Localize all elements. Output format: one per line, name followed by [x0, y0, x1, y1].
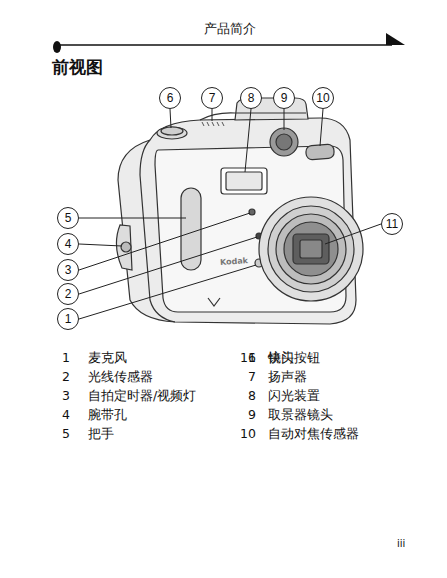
page-header: 产品简介 — [204, 22, 256, 36]
item-name: 闪光装置 — [268, 389, 320, 403]
item-number: 9 — [248, 408, 256, 422]
callout-circle: 8 — [240, 87, 262, 109]
callout-number: 4 — [65, 238, 72, 250]
callout-circle: 9 — [273, 87, 295, 109]
callout-circle: 5 — [57, 207, 79, 229]
callout-circle: 3 — [57, 259, 79, 281]
item-number: 10 — [240, 427, 256, 441]
callout-number: 3 — [65, 264, 72, 276]
item-name: 腕带孔 — [88, 408, 127, 422]
item-name: 取景器镜头 — [268, 408, 333, 422]
item-number: 11 — [240, 351, 256, 365]
callout-circle: 6 — [159, 87, 181, 109]
item-name: 把手 — [88, 427, 114, 441]
item-number: 4 — [62, 408, 70, 422]
callout-number: 6 — [167, 92, 174, 104]
item-number: 2 — [62, 370, 70, 384]
callout-number: 9 — [281, 92, 288, 104]
item-number: 3 — [62, 389, 70, 403]
page-number: iii — [397, 538, 405, 549]
item-number: 7 — [248, 370, 256, 384]
callout-number: 8 — [248, 92, 255, 104]
callout-circle: 4 — [57, 233, 79, 255]
callout-number: 2 — [65, 288, 72, 300]
callout-number: 5 — [65, 212, 72, 224]
item-name: 扬声器 — [268, 370, 307, 384]
callout-circle: 2 — [57, 283, 79, 305]
section-title: 前视图 — [52, 58, 103, 77]
item-name: 麦克风 — [88, 351, 127, 365]
callout-circle: 7 — [201, 87, 223, 109]
callout-number: 7 — [209, 92, 216, 104]
item-number: 8 — [248, 389, 256, 403]
item-name: 镜头 — [268, 351, 294, 365]
leader-lines — [79, 109, 381, 319]
item-number: 1 — [62, 351, 70, 365]
callout-circle: 11 — [381, 213, 403, 235]
callout-number: 11 — [386, 218, 398, 230]
callout-circle: 10 — [312, 87, 334, 109]
item-name: 自拍定时器/视频灯 — [88, 389, 196, 403]
item-number: 5 — [62, 427, 70, 441]
item-name: 光线传感器 — [88, 370, 153, 384]
camera-body — [116, 98, 363, 324]
callout-number: 10 — [316, 92, 329, 104]
callout-circle: 1 — [57, 308, 79, 330]
callout-number: 1 — [65, 313, 72, 325]
item-name: 自动对焦传感器 — [268, 427, 359, 441]
speaker-slits — [202, 122, 224, 126]
